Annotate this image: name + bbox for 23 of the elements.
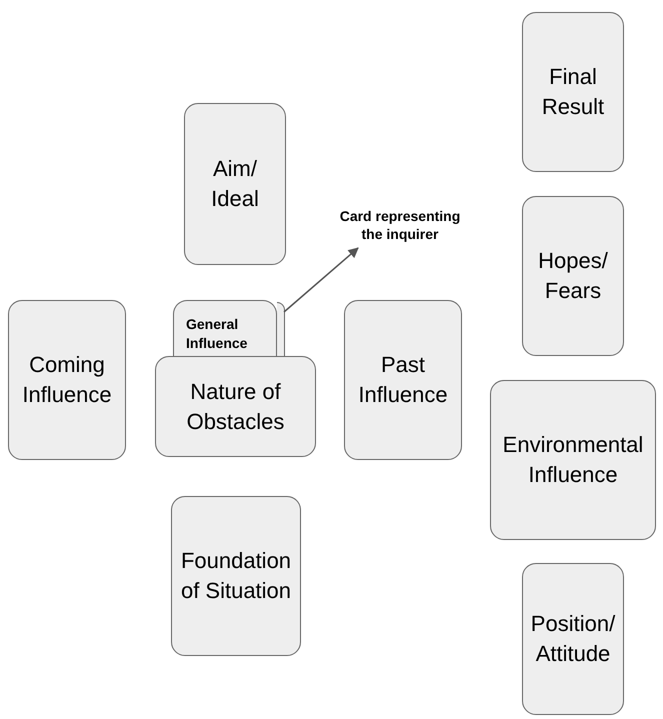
card (344, 300, 462, 460)
card (277, 302, 285, 356)
card-label: Nature of Obstacles (186, 378, 286, 436)
card (155, 356, 316, 457)
card (173, 300, 277, 356)
card (490, 380, 656, 540)
card-label: Aim/ Ideal (210, 155, 260, 213)
card-label: Environmental Influence (502, 431, 644, 489)
card (522, 196, 624, 356)
card (184, 103, 286, 265)
card-label: Foundation of Situation (180, 547, 292, 605)
card-label: Past Influence (357, 351, 449, 409)
card (171, 496, 301, 656)
card-label: Coming Influence (21, 351, 113, 409)
card (8, 300, 126, 460)
arrow (284, 247, 359, 313)
card-label: General Influence (185, 315, 248, 353)
card-label: Final Result (540, 63, 606, 121)
card (522, 12, 624, 172)
card (522, 563, 624, 715)
card-label: Hopes/ Fears (537, 247, 609, 305)
card-label: Position/ Attitude (530, 610, 616, 668)
callout-text: Card representing the inquirer (338, 207, 462, 243)
